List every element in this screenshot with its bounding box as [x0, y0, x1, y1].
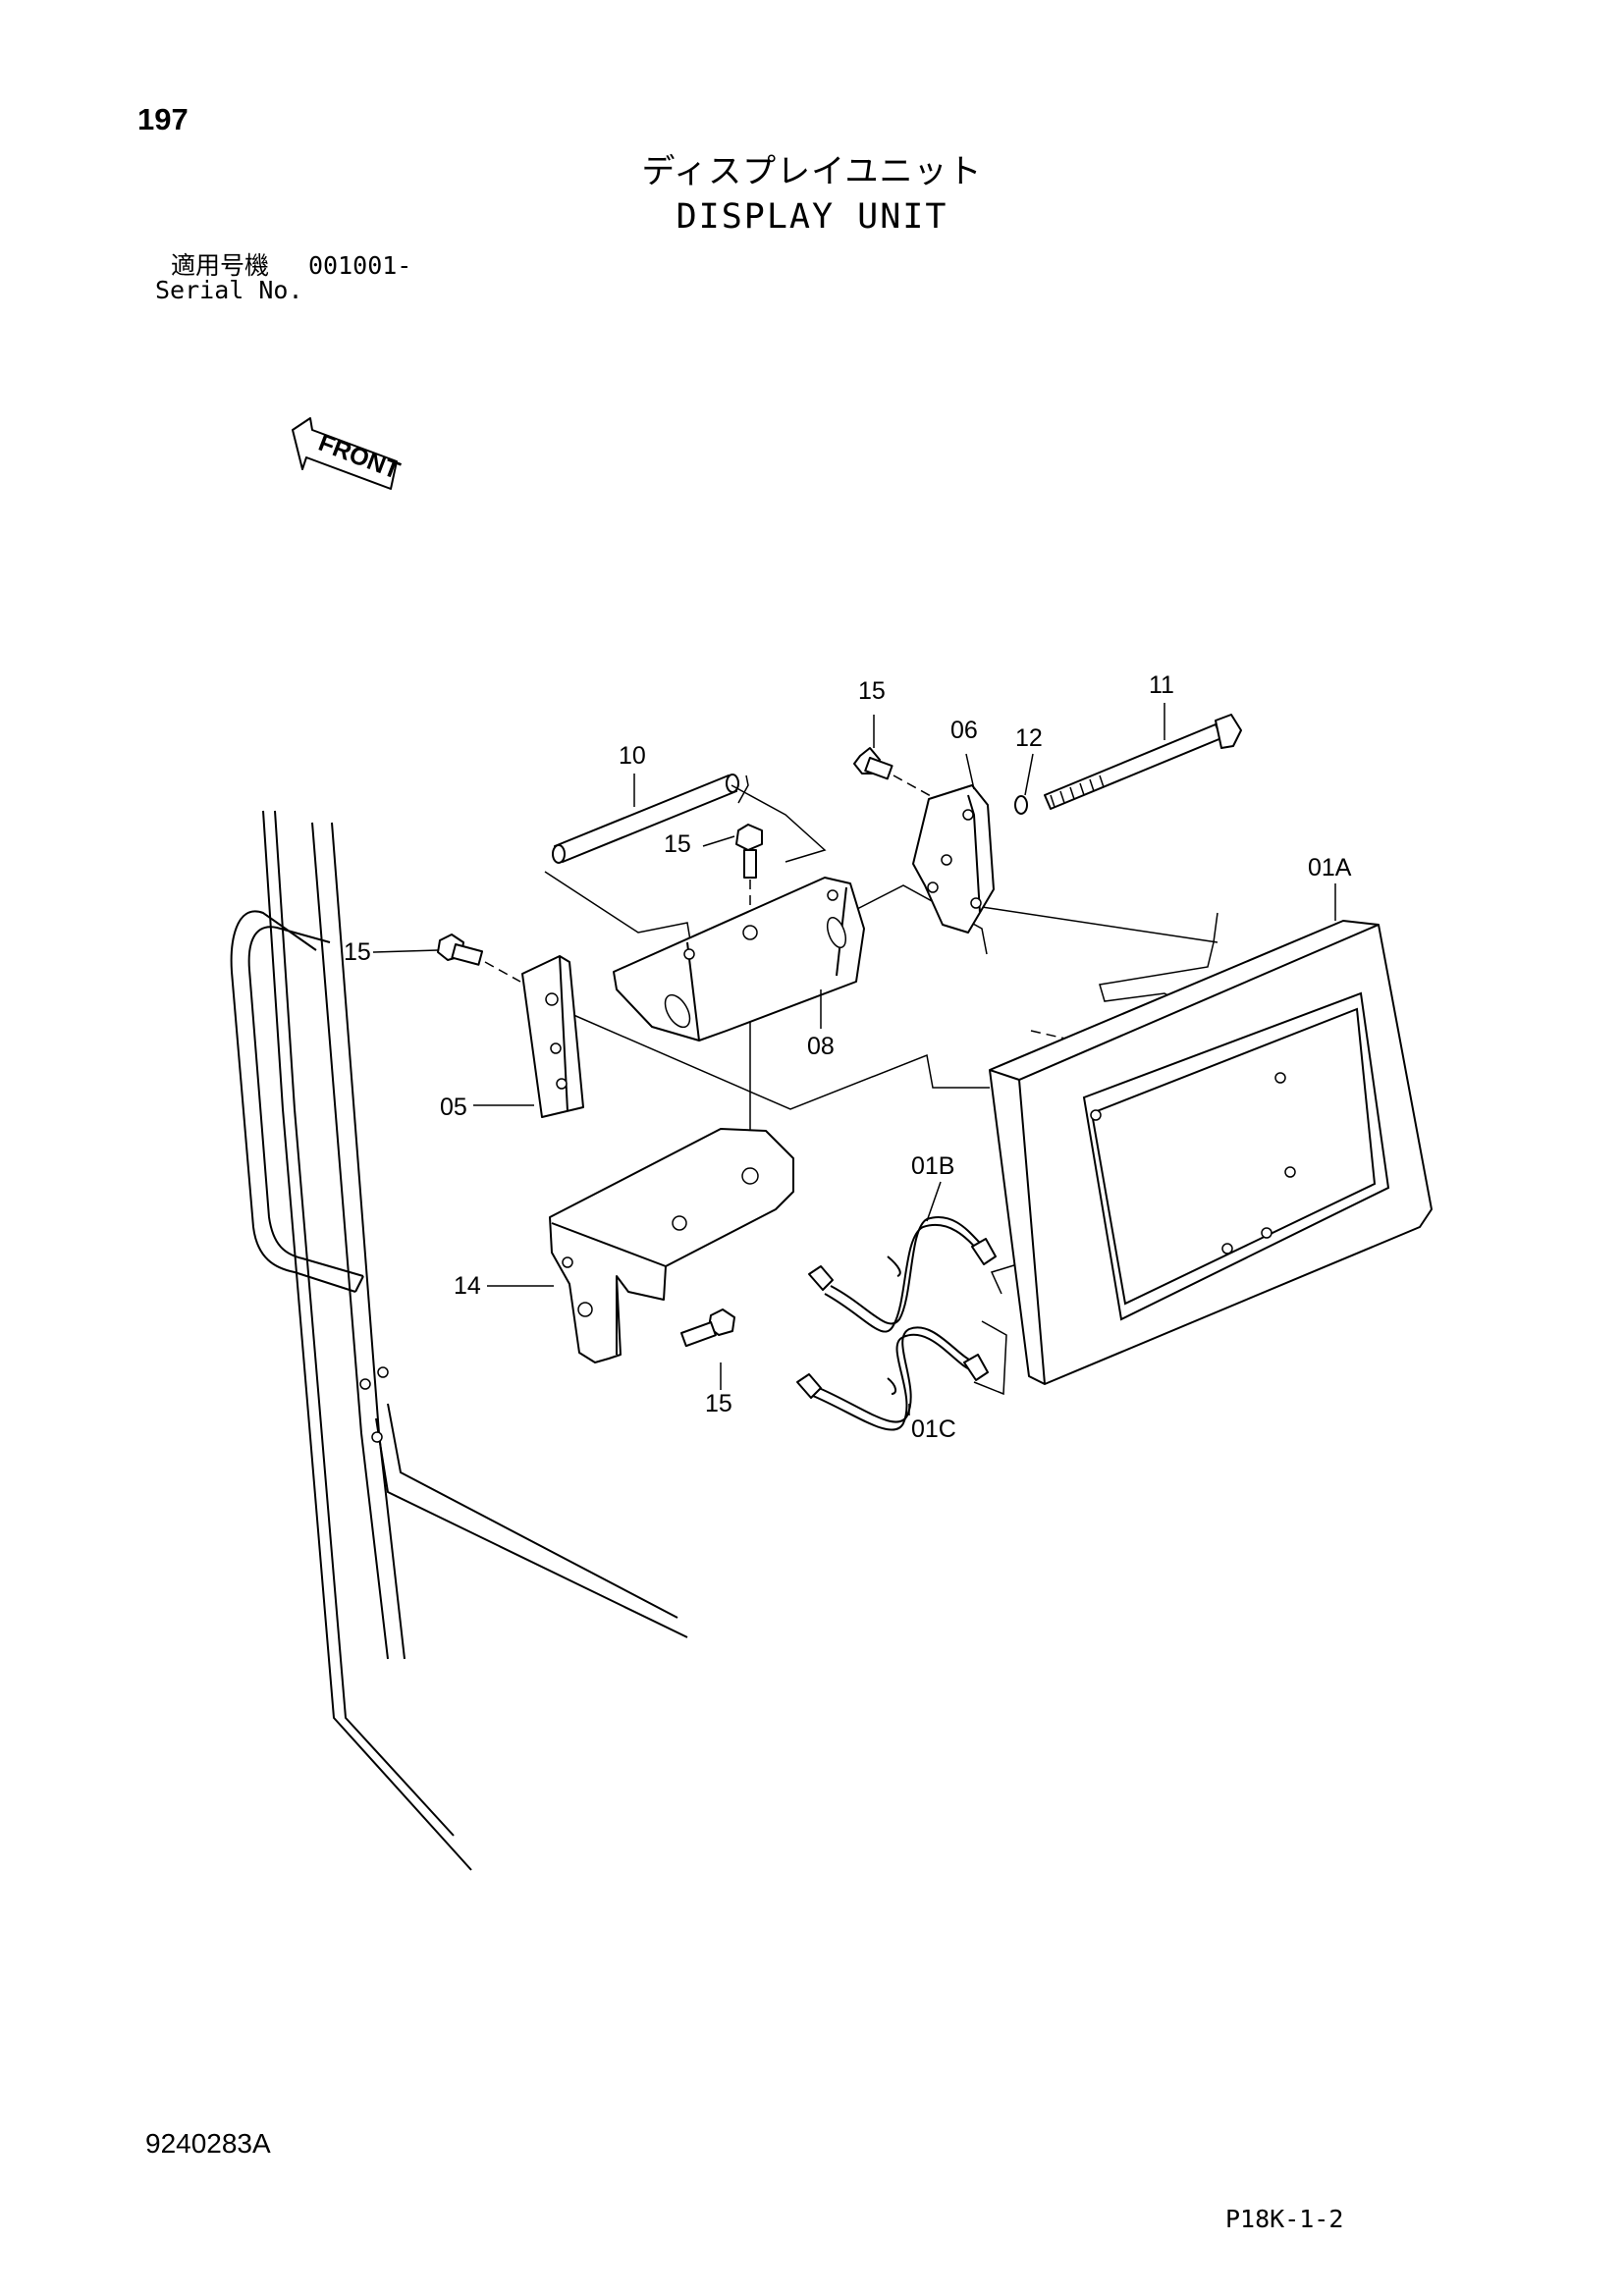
part-01c-cable [796, 1326, 989, 1431]
part-12-washer [1014, 795, 1028, 815]
callout-15-left: 15 [344, 938, 371, 966]
drawing-number: 9240283A [145, 2128, 271, 2159]
front-direction-arrow: FRONT [292, 417, 404, 490]
page-title: DISPLAY UNIT [676, 197, 948, 237]
part-11-long-bolt [1044, 714, 1242, 810]
callout-15-bottom: 15 [705, 1390, 732, 1417]
part-10-pin [552, 774, 739, 864]
part-15-bolt-left [437, 934, 521, 983]
page-title-japanese: ディスプレイユニット [641, 152, 983, 191]
page-number: 197 [137, 102, 189, 136]
callout-15-top: 15 [858, 677, 886, 705]
serial-label: Serial No. [155, 276, 303, 304]
serial-label-japanese: 適用号機 [171, 251, 270, 280]
callout-01a: 01A [1308, 854, 1352, 881]
part-15-bolt-top [853, 747, 951, 808]
callout-08: 08 [807, 1033, 835, 1060]
callout-01b: 01B [911, 1152, 954, 1180]
part-06-bracket [912, 784, 995, 934]
callout-01c: 01C [911, 1415, 956, 1443]
part-14-bracket [549, 1128, 794, 1363]
leader-lines [372, 703, 1336, 1415]
callout-15-mid: 15 [664, 830, 691, 858]
part-05-plate [521, 955, 584, 1118]
cab-frame [230, 810, 688, 1871]
part-01b-cable [808, 1216, 997, 1333]
callout-06: 06 [950, 717, 978, 744]
callout-05: 05 [440, 1094, 467, 1121]
callout-11: 11 [1149, 671, 1174, 699]
part-08-bracket [613, 877, 865, 1041]
serial-number-value: 001001- [308, 251, 412, 280]
page-code: P18K-1-2 [1225, 2205, 1344, 2233]
part-15-bolt-bottom [680, 1308, 735, 1348]
part-01a-display-unit [989, 920, 1433, 1385]
callout-12: 12 [1015, 724, 1043, 752]
callout-10: 10 [619, 742, 646, 770]
callout-14: 14 [454, 1272, 481, 1300]
